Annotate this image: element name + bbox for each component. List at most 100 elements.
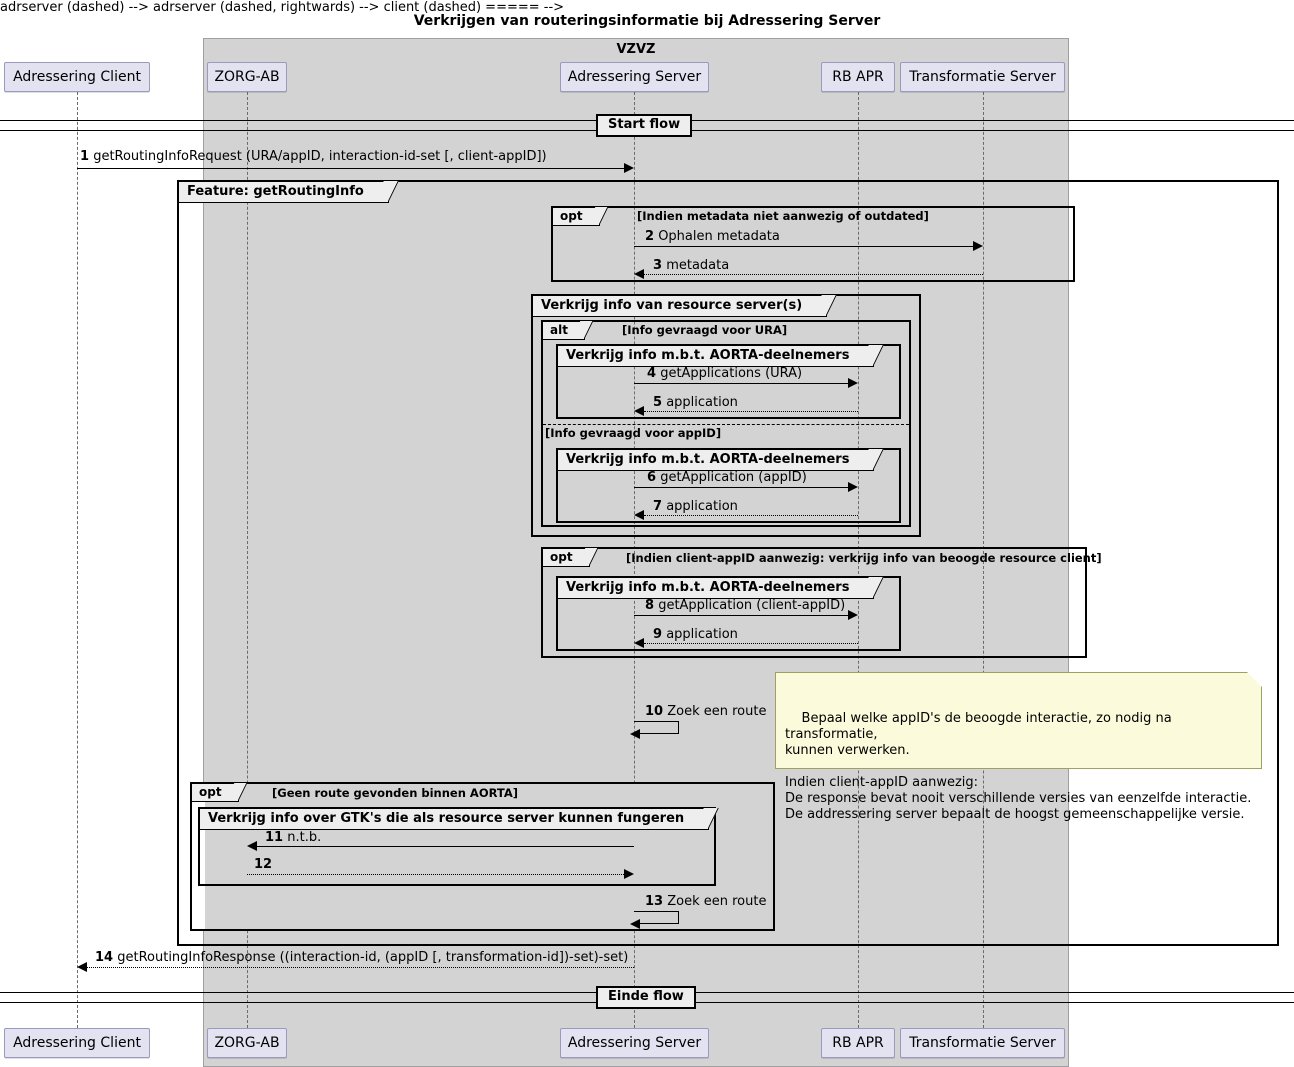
frame-group-resource-servers (531, 294, 921, 537)
message-2-text: Ophalen metadata (658, 229, 780, 244)
message-3-line (644, 274, 983, 275)
participant-zorgab-top[interactable]: ZORG-AB (207, 62, 287, 92)
message-7-label: 7 application (653, 499, 738, 514)
message-11-text: n.t.b. (287, 830, 322, 845)
message-10-number: 10 (645, 704, 664, 719)
participant-label: Adressering Server (567, 69, 702, 85)
message-11-arrowhead (247, 841, 257, 851)
message-10-label: 10 Zoek een route (645, 704, 766, 719)
frame-group-gtk-label: Verkrijg info over GTK's die als resourc… (200, 809, 710, 830)
message-1-arrowhead (624, 163, 634, 173)
frame-opt-no-route-label: opt (192, 784, 239, 802)
participant-label: ZORG-AB (214, 1035, 280, 1051)
frame-group-aorta-1 (556, 344, 901, 419)
message-5-arrowhead (634, 406, 644, 416)
frame-alt-info-condition: [Info gevraagd voor URA] (622, 323, 788, 337)
message-6-number: 6 (647, 470, 657, 485)
participant-adrserver-top[interactable]: Adressering Server (560, 62, 709, 92)
frame-feature-label: Feature: getRoutingInfo (179, 182, 389, 203)
participant-label: Adressering Server (567, 1035, 702, 1051)
message-8-label: 8 getApplication (client-appID) (645, 598, 845, 613)
participant-label: RB APR (832, 69, 884, 85)
lifeline-rbapr (858, 92, 859, 1028)
message-9-text: application (666, 627, 738, 642)
message-10-self-loop (634, 721, 679, 734)
message-12-line (247, 874, 624, 875)
message-12-label: 12 (254, 857, 272, 872)
participant-label: Adressering Client (13, 69, 141, 85)
frame-alt-info-else-condition: [Info gevraagd voor appID] (545, 426, 722, 440)
message-14-label: 14 getRoutingInfoResponse ((interaction-… (95, 950, 628, 965)
frame-alt-info (541, 320, 911, 527)
participant-label: Transformatie Server (909, 1035, 1056, 1051)
divider-einde-flow: Einde flow (596, 986, 696, 1009)
frame-group-aorta-1-label: Verkrijg info m.b.t. AORTA-deelnemers (558, 346, 875, 367)
message-7-arrowhead (634, 510, 644, 520)
message-8-arrowhead (848, 610, 858, 620)
message-14-text: getRoutingInfoResponse ((interaction-id,… (117, 950, 629, 965)
frame-opt-metadata (551, 206, 1075, 282)
participant-label: Transformatie Server (909, 69, 1056, 85)
message-8-number: 8 (645, 598, 655, 613)
message-3-number: 3 (653, 258, 663, 273)
participant-client-bottom[interactable]: Adressering Client (4, 1028, 150, 1058)
frame-opt-no-route-condition: [Geen route gevonden binnen AORTA] (272, 786, 519, 800)
frame-group-aorta-2-label: Verkrijg info m.b.t. AORTA-deelnemers (558, 450, 875, 471)
message-8-text: getApplication (client-appID) (658, 598, 846, 613)
participant-label: ZORG-AB (214, 69, 280, 85)
lifeline-client (77, 92, 78, 1028)
message-1-text: getRoutingInfoRequest (URA/appID, intera… (93, 149, 547, 164)
page-title: Verkrijgen van routeringsinformatie bij … (413, 13, 881, 29)
participant-client-top[interactable]: Adressering Client (4, 62, 150, 92)
message-6-label: 6 getApplication (appID) (647, 470, 807, 485)
message-6-text: getApplication (appID) (660, 470, 807, 485)
message-7-number: 7 (653, 499, 663, 514)
message-12-arrowhead (624, 869, 634, 879)
message-2-line (634, 246, 973, 247)
message-2-arrowhead (973, 241, 983, 251)
frame-group-resource-servers-label: Verkrijg info van resource server(s) (533, 296, 828, 317)
message-1-label: 1 getRoutingInfoRequest (URA/appID, inte… (80, 149, 547, 164)
message-13-self-loop (634, 911, 679, 924)
message-9-label: 9 application (653, 627, 738, 642)
message-9-arrowhead (634, 638, 644, 648)
frame-alt-separator (543, 424, 909, 425)
message-4-label: 4 getApplications (URA) (647, 366, 802, 381)
frame-opt-metadata-condition: [Indien metadata niet aanwezig of outdat… (637, 209, 929, 223)
message-14-line (87, 967, 634, 968)
participant-transerver-top[interactable]: Transformatie Server (900, 62, 1065, 92)
message-10-arrowhead (630, 729, 640, 739)
lifeline-transerver (983, 92, 984, 1028)
message-1-number: 1 (80, 149, 90, 164)
message-4-line (634, 383, 848, 384)
message-6-line (634, 487, 848, 488)
message-13-text: Zoek een route (667, 894, 767, 909)
message-10-text: Zoek een route (667, 704, 767, 719)
frame-opt-client-appid (541, 547, 1087, 658)
message-4-arrowhead (848, 378, 858, 388)
participant-rbapr-top[interactable]: RB APR (821, 62, 895, 92)
message-7-text: application (666, 499, 738, 514)
message-5-line (644, 411, 858, 412)
participant-group-label: VZVZ (616, 42, 656, 57)
divider-start-flow: Start flow (596, 114, 693, 137)
message-14-arrowhead (77, 962, 87, 972)
message-5-text: application (666, 395, 738, 410)
message-9-number: 9 (653, 627, 663, 642)
frame-opt-client-appid-label: opt (543, 549, 590, 567)
participant-adrserver-bottom[interactable]: Adressering Server (560, 1028, 709, 1058)
participant-rbapr-bottom[interactable]: RB APR (821, 1028, 895, 1058)
participant-zorgab-bottom[interactable]: ZORG-AB (207, 1028, 287, 1058)
message-2-label: 2 Ophalen metadata (645, 229, 780, 244)
frame-group-aorta-3 (556, 576, 901, 651)
message-7-line (644, 515, 858, 516)
frame-opt-no-route-border (190, 782, 775, 931)
message-5-number: 5 (653, 395, 663, 410)
frame-group-gtk (198, 807, 716, 886)
message-6-arrowhead (848, 482, 858, 492)
frame-alt-info-label: alt (543, 322, 585, 340)
participant-transerver-bottom[interactable]: Transformatie Server (900, 1028, 1065, 1058)
message-13-number: 13 (645, 894, 664, 909)
message-3-text: metadata (666, 258, 730, 273)
